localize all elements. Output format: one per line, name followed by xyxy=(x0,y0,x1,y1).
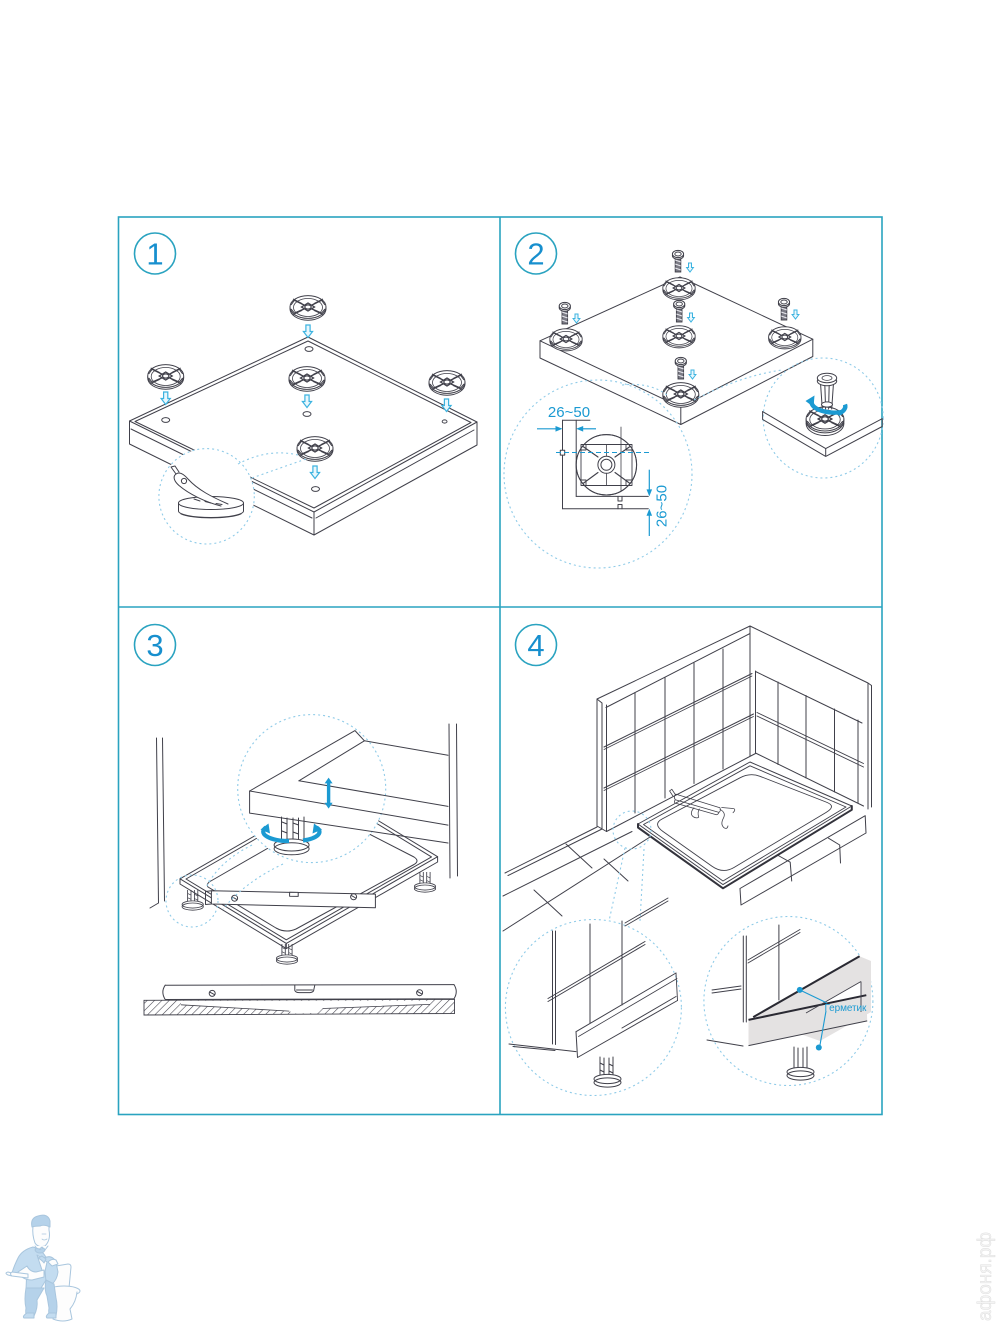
svg-text:26~50: 26~50 xyxy=(654,485,671,527)
svg-text:26~50: 26~50 xyxy=(548,404,590,421)
svg-text:2: 2 xyxy=(527,237,544,272)
svg-text:Герметик: Герметик xyxy=(825,1003,867,1014)
svg-text:1: 1 xyxy=(146,237,163,272)
svg-text:4: 4 xyxy=(527,628,544,663)
svg-text:3: 3 xyxy=(146,628,163,663)
svg-text:афоня.рф: афоня.рф xyxy=(975,1232,996,1321)
